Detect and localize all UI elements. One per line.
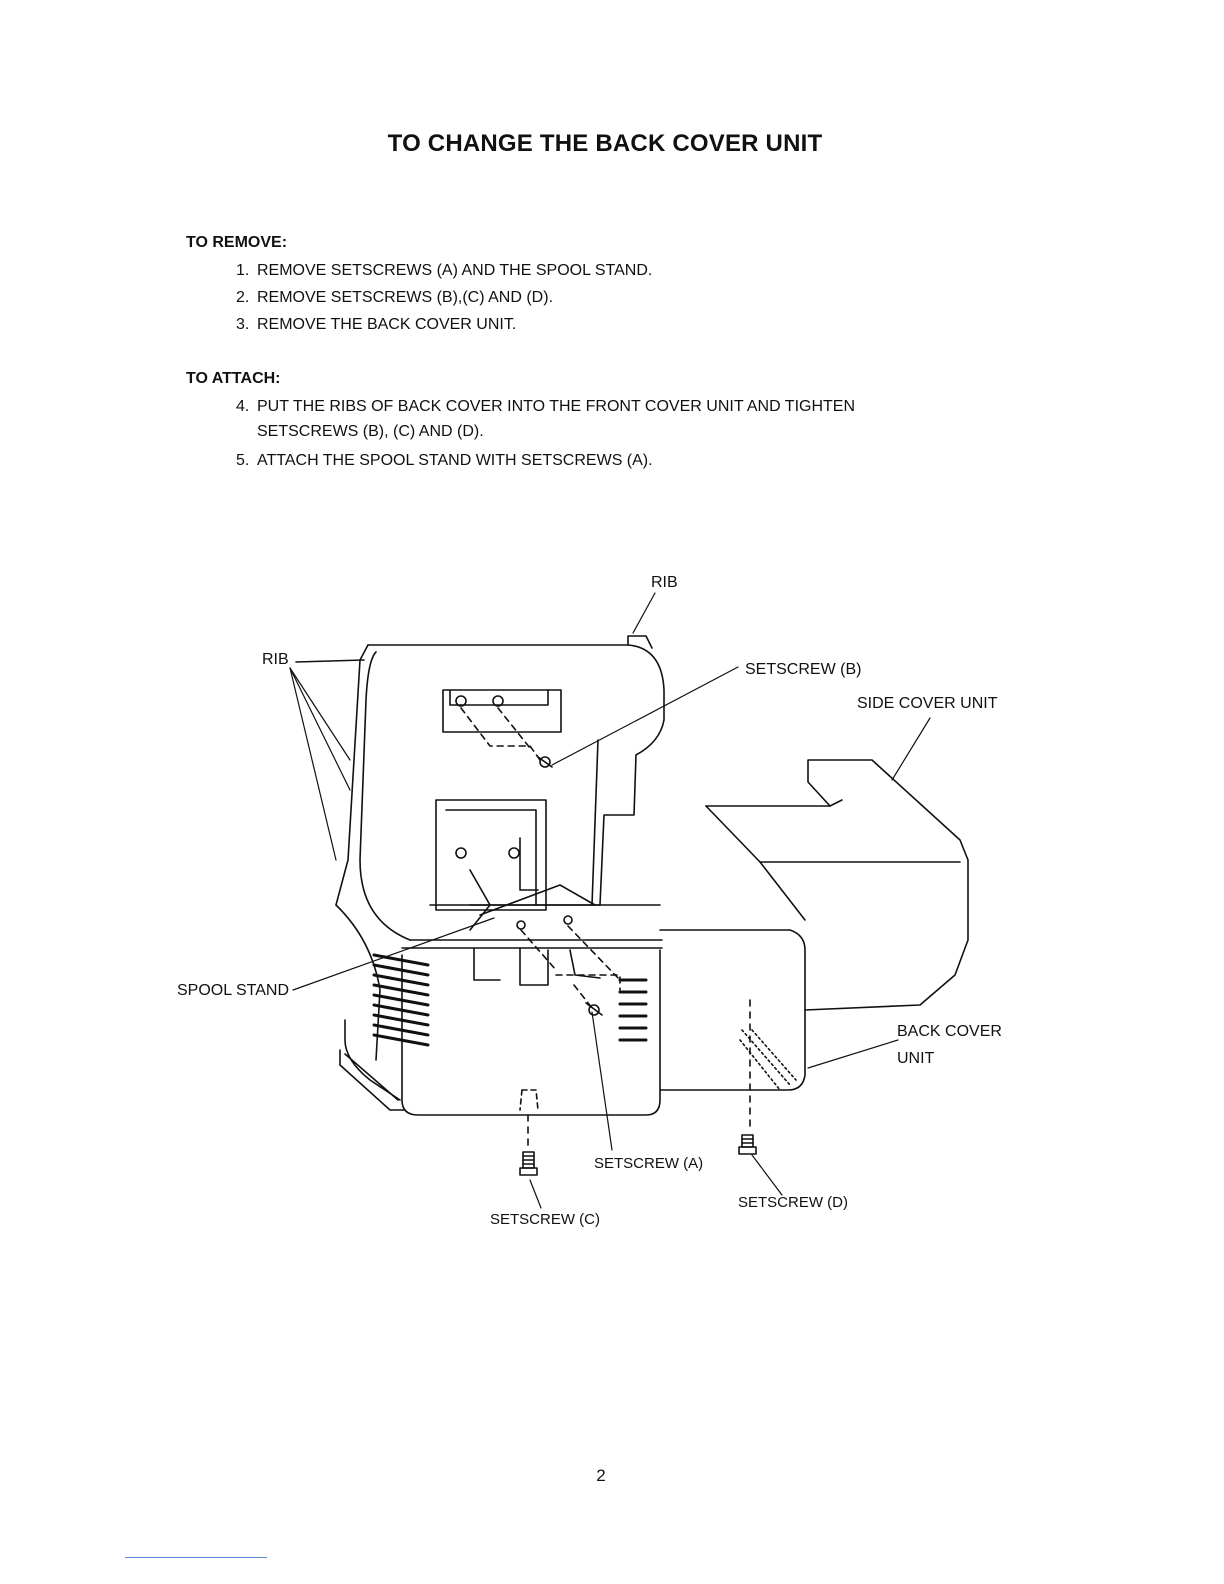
callout-back-cover-line1: BACK COVER bbox=[897, 1023, 1002, 1040]
step-text: REMOVE SETSCREWS (B),(C) AND (D). bbox=[257, 289, 554, 306]
step-number: 5. bbox=[236, 452, 250, 469]
step-1: 1. REMOVE SETSCREWS (A) AND THE SPOOL STA… bbox=[236, 262, 652, 280]
step-text-continued: SETSCREWS (B), (C) AND (D). bbox=[257, 423, 484, 440]
step-text: REMOVE THE BACK COVER UNIT. bbox=[257, 316, 517, 333]
vent-slots-right bbox=[618, 978, 648, 1042]
page-title: TO CHANGE THE BACK COVER UNIT bbox=[387, 130, 823, 157]
step-text: REMOVE SETSCREWS (A) AND THE SPOOL STAND… bbox=[257, 262, 653, 279]
step-5: 5. ATTACH THE SPOOL STAND WITH SETSCREWS … bbox=[236, 452, 653, 470]
callout-setscrew-c: SETSCREW (C) bbox=[490, 1211, 600, 1228]
callout-setscrew-b: SETSCREW (B) bbox=[745, 661, 862, 678]
step-number: 1. bbox=[236, 262, 250, 279]
side-cover-unit-drawing bbox=[705, 759, 969, 1011]
machine-body-drawing bbox=[295, 635, 665, 1061]
vent-slots-left bbox=[372, 953, 430, 1047]
back-cover-unit-drawing bbox=[339, 929, 806, 1151]
callout-spool-stand: SPOOL STAND bbox=[177, 982, 290, 999]
callout-back-cover-line2: UNIT bbox=[897, 1050, 935, 1067]
callout-rib-top: RIB bbox=[651, 574, 678, 591]
screw-d-icon bbox=[738, 1134, 757, 1155]
remove-heading: TO REMOVE: bbox=[186, 234, 288, 251]
step-number: 4. bbox=[236, 398, 250, 415]
attach-heading: TO ATTACH: bbox=[186, 370, 281, 387]
step-2: 2. REMOVE SETSCREWS (B),(C) AND (D). bbox=[236, 289, 553, 307]
step-4: 4. PUT THE RIBS OF BACK COVER INTO THE FR… bbox=[236, 398, 855, 441]
step-text: PUT THE RIBS OF BACK COVER INTO THE FRON… bbox=[257, 398, 856, 415]
callout-side-cover-unit: SIDE COVER UNIT bbox=[857, 695, 998, 712]
callout-setscrew-d: SETSCREW (D) bbox=[738, 1194, 848, 1211]
step-text: ATTACH THE SPOOL STAND WITH SETSCREWS (A… bbox=[257, 452, 653, 469]
step-number: 3. bbox=[236, 316, 250, 333]
leader-lines bbox=[289, 592, 931, 1209]
step-3: 3. REMOVE THE BACK COVER UNIT. bbox=[236, 316, 516, 334]
callout-rib-left: RIB bbox=[262, 651, 289, 668]
screw-c-icon bbox=[519, 1151, 538, 1176]
page-number: 2 bbox=[596, 1466, 606, 1485]
step-number: 2. bbox=[236, 289, 250, 306]
callout-setscrew-a: SETSCREW (A) bbox=[594, 1155, 704, 1172]
footer-rule bbox=[125, 1557, 267, 1558]
